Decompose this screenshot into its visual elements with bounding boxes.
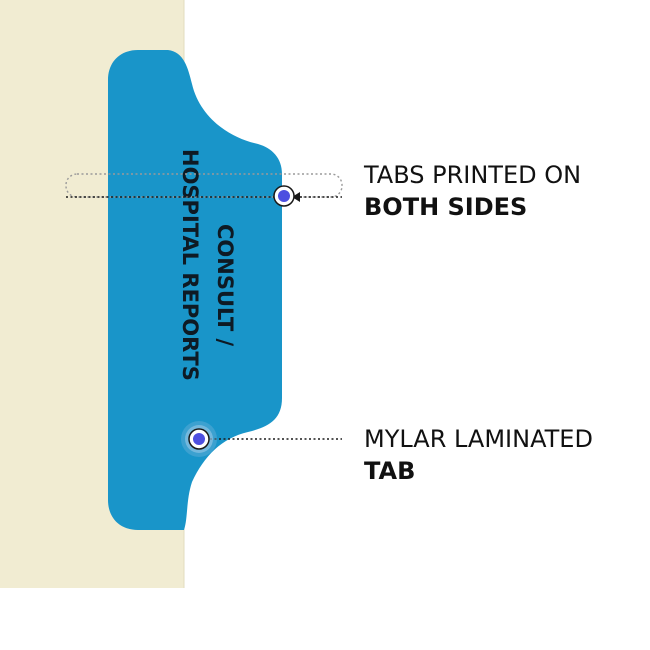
callout-text: MYLAR LAMINATED [364, 425, 593, 453]
arrow-head-icon [292, 192, 300, 202]
callout-emphasis: BOTH SIDES [364, 193, 528, 221]
marker-dot-icon [193, 433, 205, 445]
callout-text: TABS PRINTED ON [364, 161, 582, 189]
callout-emphasis: TAB [364, 457, 416, 485]
callout-laminated: MYLAR LAMINATED TAB [364, 423, 644, 487]
tab-label-line2: HOSPITAL REPORTS [178, 149, 202, 381]
blue-tab [108, 50, 282, 530]
callout-both-sides: TABS PRINTED ON BOTH SIDES [364, 159, 644, 223]
marker-dot-icon [278, 190, 290, 202]
both-sides-outline [65, 173, 343, 198]
tab-label-line1: CONSULT / [213, 224, 237, 347]
